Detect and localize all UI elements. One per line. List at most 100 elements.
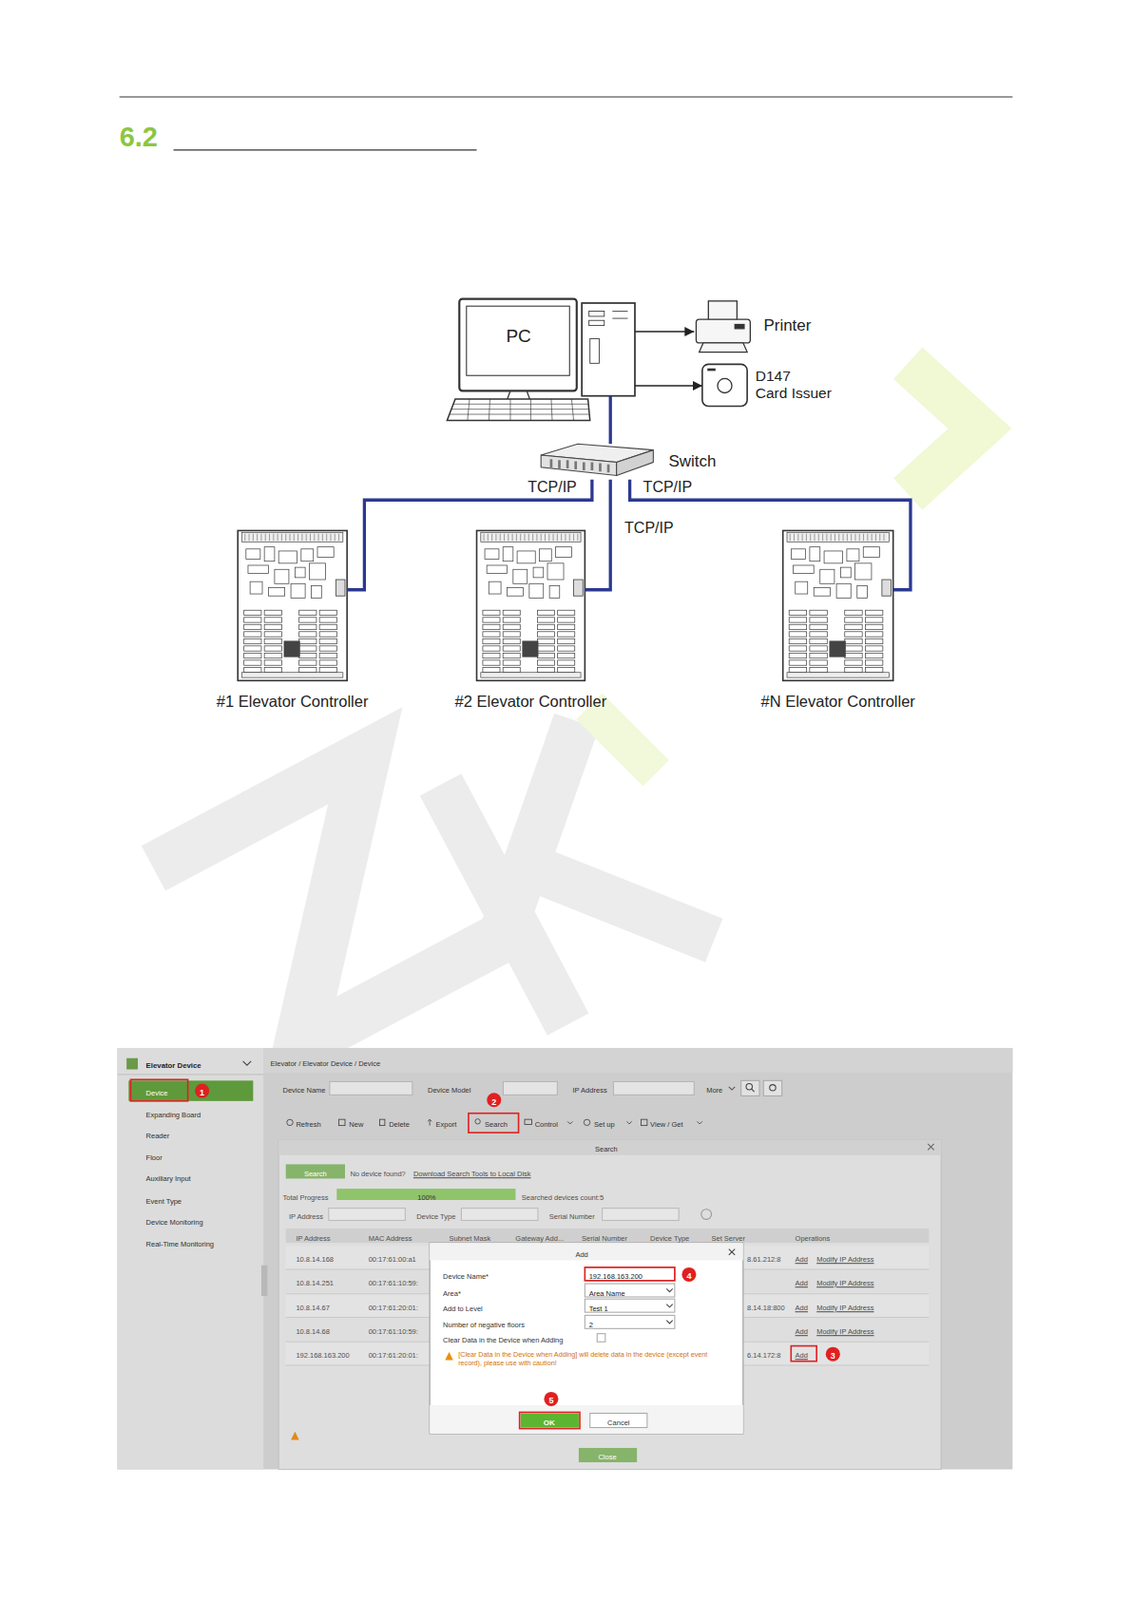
software-screenshot xyxy=(128,1080,253,1101)
software-screenshot xyxy=(261,1266,268,1297)
controller-board xyxy=(813,588,830,597)
controller-board xyxy=(499,534,501,542)
controller-board xyxy=(244,660,262,666)
callout-number: 5 xyxy=(548,1391,554,1409)
link-text: Add xyxy=(795,1344,808,1363)
ui-text: More xyxy=(706,1079,723,1097)
pc-illustration xyxy=(446,299,635,422)
controller-board xyxy=(789,534,791,542)
controller-board xyxy=(809,624,827,630)
software-screenshot xyxy=(429,1405,744,1435)
controller-board xyxy=(483,534,485,542)
controller-board xyxy=(883,534,885,542)
table-text: Subnet Mask xyxy=(449,1227,492,1246)
menu-item: Floor xyxy=(146,1154,163,1163)
controller-board xyxy=(557,652,576,658)
menu-item: Reader xyxy=(146,1132,171,1141)
controller-board xyxy=(844,646,863,652)
table-text: Device Type xyxy=(416,1206,456,1224)
watermark xyxy=(923,377,980,480)
menu-item: Auxiliary Input xyxy=(146,1176,192,1185)
table-text: Device Type xyxy=(416,1213,456,1222)
controller-board xyxy=(557,624,576,630)
button-text: Cancel xyxy=(607,1419,630,1428)
controller-board xyxy=(480,533,581,543)
field-label: Add xyxy=(575,1251,588,1260)
controller-board xyxy=(788,617,806,623)
controller-board xyxy=(528,534,530,542)
controller-board xyxy=(319,610,337,615)
table-text: 10.8.14.168 xyxy=(295,1248,334,1267)
software-screenshot xyxy=(741,1080,760,1096)
table-text: Total Progress xyxy=(283,1187,329,1205)
highlight-box xyxy=(584,1267,675,1282)
controller-board xyxy=(864,632,883,637)
highlight-box xyxy=(130,1079,817,1429)
link-text: Modify IP Address xyxy=(816,1329,874,1338)
controller-board xyxy=(299,646,317,652)
controller-board xyxy=(864,652,883,658)
button-text: Search xyxy=(304,1170,327,1179)
software-screenshot xyxy=(583,1119,590,1126)
controller-board xyxy=(864,617,883,623)
link-text: Modify IP Address xyxy=(816,1297,874,1315)
table-text: Gateway Add... xyxy=(515,1227,564,1246)
controller-board xyxy=(557,610,576,615)
highlight-box xyxy=(468,1113,519,1133)
node-label: PC xyxy=(505,326,531,347)
menu-item: Device Monitoring xyxy=(146,1220,204,1228)
controller-board xyxy=(788,632,806,637)
controller-board xyxy=(252,534,254,542)
node-label: #1 Elevator Controller xyxy=(216,692,369,711)
controller-board xyxy=(825,534,827,542)
menu-item: Event Type xyxy=(146,1190,182,1209)
field-label: Clear Data in the Device when Adding xyxy=(442,1329,563,1347)
controller-board xyxy=(244,632,262,637)
network-cable xyxy=(346,479,593,591)
controller-board xyxy=(334,534,336,542)
controller-board xyxy=(502,646,520,652)
controller-board xyxy=(854,534,856,542)
network-switch: Switch xyxy=(540,443,653,480)
controller-board xyxy=(322,534,324,542)
table-text: 6.14.172:8 xyxy=(747,1352,781,1361)
controller-board xyxy=(533,567,544,578)
field-value: Area Name xyxy=(589,1290,626,1299)
callout-badge xyxy=(681,1267,696,1283)
controller-board xyxy=(557,638,576,644)
software-screenshot xyxy=(286,1228,930,1244)
controller-board xyxy=(788,624,806,630)
software-screenshot xyxy=(444,1352,454,1362)
controller-board xyxy=(857,585,868,598)
controller-board xyxy=(809,547,821,562)
callout-badge xyxy=(486,1093,501,1108)
link-text: Modify IP Address xyxy=(816,1272,874,1290)
controller-board xyxy=(871,534,873,542)
software-screenshot xyxy=(602,1208,680,1222)
controller-board xyxy=(319,646,337,652)
controller-board xyxy=(313,534,315,542)
controller-board xyxy=(544,534,546,542)
controller-board xyxy=(482,624,500,630)
controller-board xyxy=(294,567,306,578)
pc-illustration xyxy=(459,299,577,392)
controller-board xyxy=(244,638,262,644)
button-text: Device xyxy=(146,1090,169,1098)
field-label: Add xyxy=(575,1244,588,1262)
switch-illustration xyxy=(616,450,654,477)
table-text: 8.14.18:800 xyxy=(747,1297,786,1315)
controller-board xyxy=(537,638,555,644)
button-text: Search xyxy=(304,1163,327,1181)
edge-label: TCP/IP xyxy=(641,479,695,496)
controller-board xyxy=(519,534,521,542)
controller-board xyxy=(809,638,827,644)
controller-board xyxy=(264,667,282,672)
controller-board xyxy=(299,667,317,672)
controller-board xyxy=(564,534,566,542)
controller-board xyxy=(788,638,806,644)
ui-text: Export xyxy=(436,1122,458,1131)
node-label: Printer xyxy=(763,316,811,336)
software-screenshot xyxy=(278,1140,941,1471)
controller-board xyxy=(299,638,317,644)
controller-board xyxy=(820,569,835,584)
